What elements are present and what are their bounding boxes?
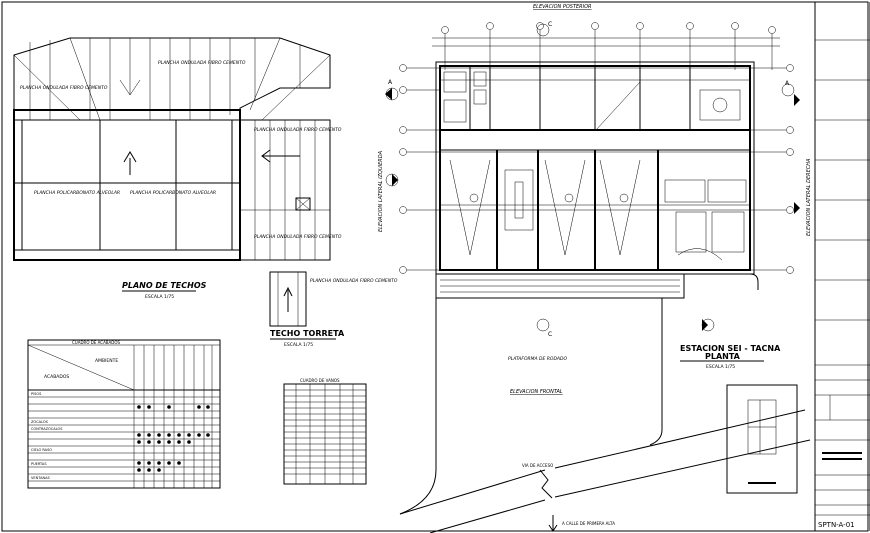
finishes-section-contrazocalos: CONTRAZOCALOS: [31, 427, 63, 431]
elevation-front-label: ELEVACION FRONTAL: [510, 389, 563, 395]
section-mark-a-right: A: [785, 80, 790, 87]
openings-table: CUADRO DE VANOS: [283, 378, 367, 485]
finishes-table-title: CUADRO DE ACABADOS: [72, 340, 121, 345]
tower-roof: PLANCHA ONDULADA FIBRO CEMENTO TECHO TOR…: [269, 271, 398, 348]
plan-scale: ESCALA 1/75: [706, 364, 735, 370]
finishes-section-cielo: CIELO RASO: [31, 448, 52, 452]
finishes-section-ventanas: VENTANAS: [31, 476, 50, 480]
floor-plan: A A C C ELEVACION POSTERIOR ELEVACION FR…: [378, 4, 812, 533]
roof-plan: PLANCHA ONDULADA FIBRO CEMENTO PLANCHA O…: [13, 37, 342, 300]
location-inset: [726, 384, 798, 494]
sheet-code: SPTN-A-01: [818, 521, 855, 529]
access-road-label: VIA DE ACCESO: [522, 463, 553, 468]
plan-title-line1: ESTACION SEI - TACNA: [680, 344, 781, 353]
finishes-col-header: AMBIENTE: [95, 358, 118, 364]
roof-label-mid-right: PLANCHA ONDULADA FIBRO CEMENTO: [254, 127, 342, 133]
roof-plan-title: PLANO DE TECHOS: [122, 281, 207, 290]
elevation-right-label: ELEVACION LATERAL DERECHA: [806, 158, 812, 236]
roof-plan-scale: ESCALA 1/75: [145, 294, 174, 300]
finishes-section-puertas: PUERTAS: [31, 462, 47, 466]
roof-label-top-left: PLANCHA ONDULADA FIBRO CEMENTO: [20, 85, 108, 91]
tower-roof-label: PLANCHA ONDULADA FIBRO CEMENTO: [310, 278, 398, 284]
finishes-section-zocalos: ZOCALOS: [31, 420, 49, 424]
roof-label-polycarb-left: PLANCHA POLICARBONATO ALVEOLAR: [34, 190, 120, 196]
finishes-section-pisos: PISOS: [31, 392, 42, 396]
platform-label: PLATAFORMA DE RODADO: [508, 356, 567, 362]
finishes-table: CUADRO DE ACABADOS AMBIENTE ACABADOS PIS…: [27, 339, 221, 489]
to-street-label: A CALLE DE PRIMERA ALTA: [562, 521, 615, 526]
roof-label-polycarb-center: PLANCHA POLICARBONATO ALVEOLAR: [130, 190, 216, 196]
openings-table-title: CUADRO DE VANOS: [300, 378, 340, 383]
elevation-left-label: ELEVACION LATERAL IZQUIERDA: [378, 150, 384, 232]
section-mark-c-top: C: [548, 21, 552, 28]
finishes-row-header: ACABADOS: [44, 374, 69, 380]
tower-roof-scale: ESCALA 1/75: [284, 342, 313, 348]
tower-roof-title: TECHO TORRETA: [270, 329, 345, 338]
roof-label-top-right: PLANCHA ONDULADA FIBRO CEMENTO: [158, 60, 246, 66]
section-mark-c-bottom: C: [548, 331, 552, 338]
plan-title-line2: PLANTA: [705, 352, 741, 361]
roof-label-bottom-right: PLANCHA ONDULADA FIBRO CEMENTO: [254, 234, 342, 240]
section-mark-a-left: A: [388, 79, 393, 86]
elevation-rear-label: ELEVACION POSTERIOR: [533, 4, 592, 10]
